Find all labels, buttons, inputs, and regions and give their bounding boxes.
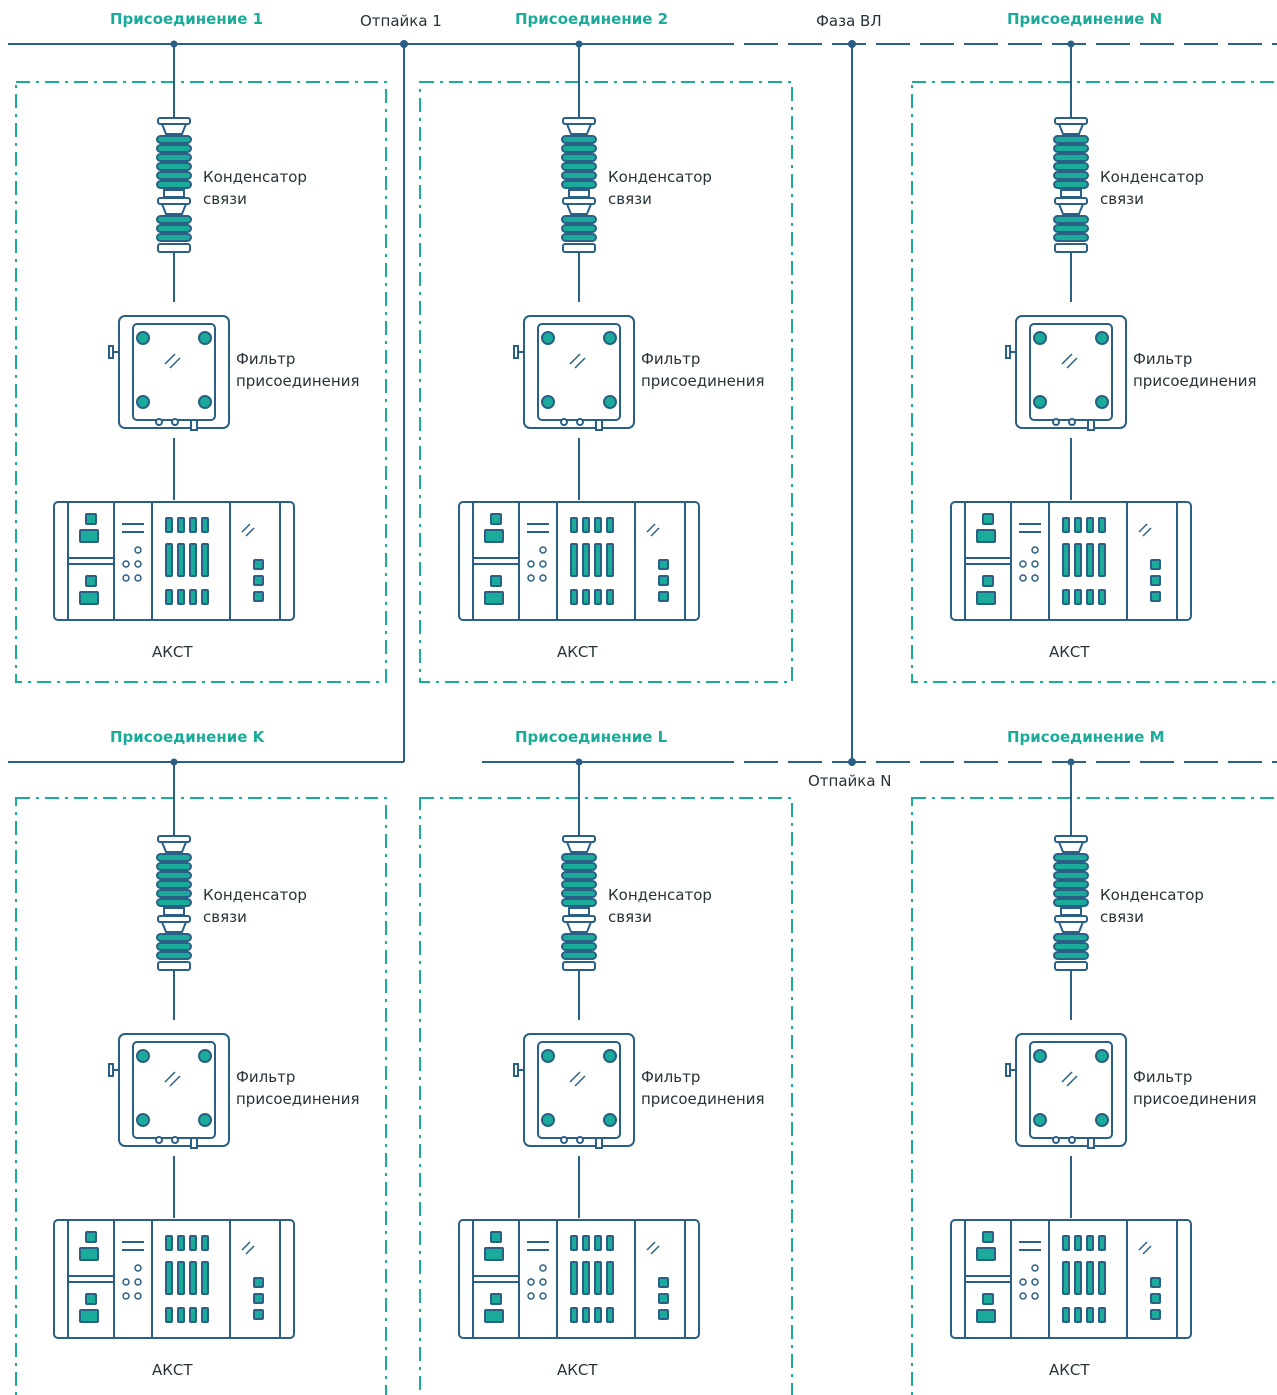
filter-label: присоединения — [236, 1090, 360, 1108]
tap-n-label: Отпайка N — [808, 772, 892, 790]
terminal-label: АКСТ — [1049, 643, 1090, 661]
akst-terminal-icon — [53, 501, 295, 621]
capacitor-label: Конденсатор — [203, 886, 307, 904]
coupling-filter-icon — [108, 1033, 230, 1149]
connection-unit — [419, 758, 793, 1395]
unit-boundary-frame — [15, 797, 387, 1395]
tap-1-label: Отпайка 1 — [360, 12, 442, 30]
coupling-capacitor-icon — [561, 117, 597, 253]
connection-unit — [15, 758, 387, 1395]
akst-terminal-icon — [53, 1219, 295, 1339]
unit-title: Присоединение 2 — [515, 10, 669, 28]
terminal-label: АКСТ — [557, 1361, 598, 1379]
unit-boundary-frame — [911, 797, 1277, 1395]
connection-unit — [419, 40, 793, 683]
filter-label: присоединения — [641, 1090, 765, 1108]
capacitor-label: Конденсатор — [1100, 886, 1204, 904]
unit-boundary-frame — [911, 81, 1277, 683]
unit-title: Присоединение L — [515, 728, 668, 746]
filter-label: Фильтр — [641, 350, 701, 368]
capacitor-label: Конденсатор — [1100, 168, 1204, 186]
connection-unit — [15, 40, 387, 683]
unit-title: Присоединение K — [110, 728, 265, 746]
terminal-label: АКСТ — [557, 643, 598, 661]
coupling-filter-icon — [513, 1033, 635, 1149]
filter-label: присоединения — [641, 372, 765, 390]
capacitor-label: связи — [608, 190, 652, 208]
capacitor-label: связи — [1100, 190, 1144, 208]
coupling-capacitor-icon — [561, 835, 597, 971]
filter-label: присоединения — [1133, 1090, 1257, 1108]
filter-label: Фильтр — [1133, 350, 1193, 368]
capacitor-label: Конденсатор — [203, 168, 307, 186]
akst-terminal-icon — [950, 501, 1192, 621]
filter-label: присоединения — [236, 372, 360, 390]
coupling-filter-icon — [108, 315, 230, 431]
capacitor-label: связи — [203, 908, 247, 926]
akst-terminal-icon — [458, 1219, 700, 1339]
filter-label: Фильтр — [236, 1068, 296, 1086]
capacitor-label: связи — [203, 190, 247, 208]
filter-label: присоединения — [1133, 372, 1257, 390]
capacitor-label: Конденсатор — [608, 886, 712, 904]
connection-unit — [911, 758, 1277, 1395]
overhead-lines — [8, 40, 1277, 766]
capacitor-label: Конденсатор — [608, 168, 712, 186]
capacitor-label: связи — [608, 908, 652, 926]
terminal-label: АКСТ — [152, 1361, 193, 1379]
coupling-filter-icon — [1005, 1033, 1127, 1149]
unit-boundary-frame — [419, 81, 793, 683]
akst-terminal-icon — [950, 1219, 1192, 1339]
unit-boundary-frame — [15, 81, 387, 683]
terminal-label: АКСТ — [1049, 1361, 1090, 1379]
unit-title: Присоединение M — [1007, 728, 1165, 746]
coupling-capacitor-icon — [156, 117, 192, 253]
coupling-filter-icon — [1005, 315, 1127, 431]
coupling-capacitor-icon — [156, 835, 192, 971]
filter-label: Фильтр — [641, 1068, 701, 1086]
filter-label: Фильтр — [1133, 1068, 1193, 1086]
coupling-capacitor-icon — [1053, 835, 1089, 971]
phase-label: Фаза ВЛ — [816, 12, 882, 30]
terminal-label: АКСТ — [152, 643, 193, 661]
coupling-filter-icon — [513, 315, 635, 431]
connection-unit — [911, 40, 1277, 683]
unit-title: Присоединение 1 — [110, 10, 264, 28]
coupling-capacitor-icon — [1053, 117, 1089, 253]
capacitor-label: связи — [1100, 908, 1144, 926]
akst-terminal-icon — [458, 501, 700, 621]
unit-title: Присоединение N — [1007, 10, 1163, 28]
filter-label: Фильтр — [236, 350, 296, 368]
unit-boundary-frame — [419, 797, 793, 1395]
